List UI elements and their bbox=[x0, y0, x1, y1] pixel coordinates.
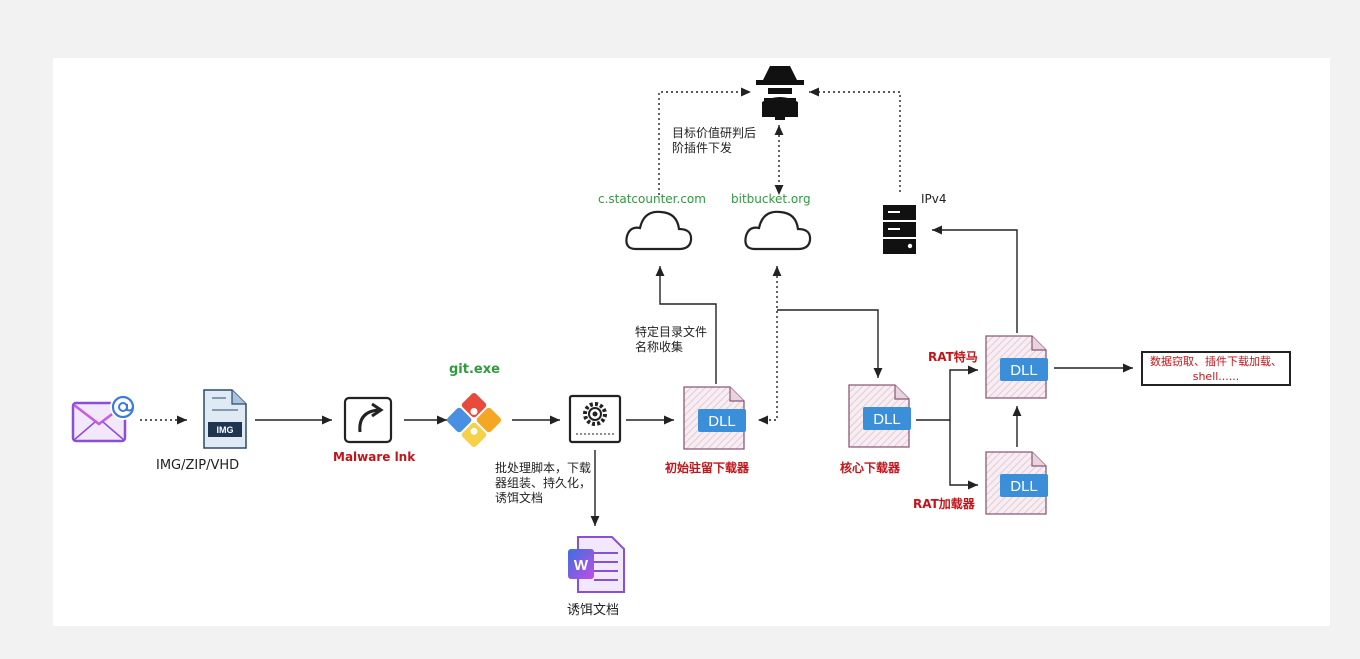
arrow-bitbucket-dll1 bbox=[758, 266, 782, 425]
dll-file-icon-rat: DLL bbox=[985, 335, 1048, 399]
label-initial-downloader: 初始驻留下载器 bbox=[665, 461, 750, 475]
hacker-icon bbox=[756, 66, 804, 120]
arrow-bitbucket-to-core bbox=[777, 309, 883, 378]
cloud-icon-statcounter bbox=[625, 210, 693, 251]
label-bait-doc: 诱饵文档 bbox=[567, 603, 620, 618]
label-rat-loader: RAT加载器 bbox=[913, 497, 975, 511]
label-statcounter: c.statcounter.com bbox=[598, 192, 706, 206]
arrow-core-to-rat bbox=[916, 365, 978, 421]
dll-label-loader: DLL bbox=[1010, 478, 1038, 495]
label-ipv4: IPv4 bbox=[921, 192, 947, 206]
dll-label-initial: DLL bbox=[708, 413, 736, 430]
label-rat-trojan: RAT特马 bbox=[928, 350, 978, 364]
img-file-icon: IMG bbox=[203, 389, 247, 449]
gear-script-icon bbox=[568, 394, 622, 444]
dll-file-icon-core: DLL bbox=[848, 384, 911, 448]
arrow-rat-to-server bbox=[932, 225, 1018, 333]
dll-label-core: DLL bbox=[873, 411, 901, 428]
cloud-icon-bitbucket bbox=[744, 210, 812, 251]
label-dir-collect: 特定目录文件名称收集 bbox=[635, 325, 708, 354]
dll-file-icon-loader: DLL bbox=[985, 451, 1048, 515]
label-bitbucket: bitbucket.org bbox=[731, 192, 811, 206]
label-target-value: 目标价值研判后阶插件下发 bbox=[672, 126, 757, 155]
diagram-canvas bbox=[53, 58, 1330, 626]
dll-file-icon-initial: DLL bbox=[683, 386, 746, 450]
label-core-downloader: 核心下载器 bbox=[840, 461, 901, 475]
email-icon bbox=[71, 394, 136, 443]
dll-label-rat: DLL bbox=[1010, 362, 1038, 379]
word-doc-icon: W bbox=[568, 536, 625, 593]
arrow-core-to-loader bbox=[949, 420, 978, 490]
img-icon-label: IMG bbox=[217, 425, 234, 435]
label-batch-script: 批处理脚本，下载器组装、持久化，诱饵文档 bbox=[495, 461, 592, 505]
label-img-zip-vhd: IMG/ZIP/VHD bbox=[156, 458, 240, 473]
arrow-dll1-to-statcounter bbox=[655, 266, 717, 384]
arrow-server-to-hacker bbox=[809, 87, 901, 192]
word-icon-letter: W bbox=[574, 557, 589, 574]
label-git-exe: git.exe bbox=[449, 362, 500, 377]
result-box: 数据窃取、插件下载加载、shell...... bbox=[1141, 351, 1291, 386]
label-malware-lnk: Malware lnk bbox=[333, 450, 416, 464]
git-icon bbox=[446, 392, 502, 448]
connectors bbox=[140, 87, 1133, 526]
server-icon bbox=[883, 205, 916, 254]
shortcut-icon bbox=[343, 396, 393, 444]
